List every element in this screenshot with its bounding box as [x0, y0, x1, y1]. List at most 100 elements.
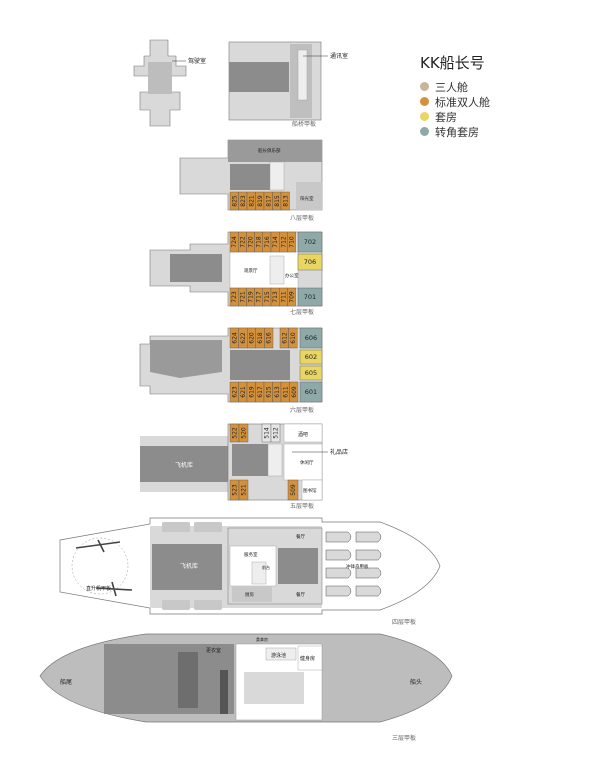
suite-swatch	[420, 112, 429, 121]
helicopter-icon	[95, 581, 133, 597]
cabin-602	[299, 349, 323, 365]
cabin-number: 618	[257, 332, 264, 344]
cabin-number: 718	[256, 236, 263, 248]
cabin-number: 717	[256, 291, 263, 303]
zodiac-boat-icon	[325, 531, 352, 543]
wheelhouse-console	[148, 62, 172, 94]
cabin-616	[264, 327, 274, 349]
bridge-deck: 驾驶室 通讯室 船桥甲板	[133, 39, 348, 128]
bridge-deck-name: 船桥甲板	[292, 120, 316, 128]
cabin-number: 621	[240, 386, 247, 398]
deck6-name: 六层甲板	[290, 406, 314, 414]
cabin-number: 712	[280, 236, 287, 248]
legend-item-corner-suite: 转角套房	[420, 124, 490, 139]
deck-4: 飞机库 直升机甲板 服务室 厨房 餐厅 餐厅 前台 冲锋舟甲板 四层甲板	[59, 517, 441, 626]
deck5-hangar-label: 飞机库	[175, 461, 193, 469]
deck4-restaurant-a-label: 餐厅	[296, 533, 305, 540]
deck4-reception-label: 前台	[262, 564, 270, 570]
cabin-number: 610	[290, 332, 297, 344]
cabin-number: 722	[239, 236, 246, 248]
cabin-number: 817	[265, 195, 272, 207]
cabin-number: 819	[257, 195, 264, 207]
deck7-office-label: 办公室	[285, 272, 299, 279]
legend-label: 转角套房	[435, 125, 479, 139]
deck5-bar-label: 酒吧	[298, 431, 308, 438]
cabin-509	[287, 479, 299, 501]
cabin-number: 719	[248, 291, 255, 303]
deck3-changing-label: 更衣室	[206, 647, 221, 654]
cabin-710	[287, 231, 296, 253]
deck4-zodiac-label: 冲锋舟甲板	[346, 563, 369, 570]
zodiac-boat-icon	[355, 567, 382, 579]
cabin-709	[287, 287, 296, 307]
cabin-number: 702	[304, 238, 316, 246]
legend-label: 标准双人舱	[435, 95, 490, 109]
deck5-library-label: 图书馆	[303, 487, 317, 494]
cabin-number: 701	[304, 293, 316, 301]
cabin-number: 616	[266, 332, 273, 344]
cabin-number: 520	[241, 427, 248, 439]
cabin-number: 815	[274, 195, 281, 207]
cabin-number: 823	[240, 195, 247, 207]
cabin-706	[297, 253, 323, 271]
cabin-number: 716	[264, 236, 271, 248]
cabin-number: 509	[290, 484, 297, 496]
deck4-kitchen-label: 厨房	[245, 591, 254, 598]
deck5-lounge-label: 休闲厅	[300, 459, 314, 466]
cabin-number: 615	[265, 386, 272, 398]
wheelhouse-label: 驾驶室	[188, 57, 206, 65]
cabin-number: 619	[248, 386, 255, 398]
legend-label: 三人舱	[435, 80, 468, 94]
cabin-609	[289, 381, 299, 403]
cabin-number: 709	[289, 291, 296, 303]
cabin-number: 612	[281, 332, 288, 344]
legend: KK船长号 三人舱 标准双人舱 套房 转角套房	[420, 52, 490, 139]
cabin-number: 606	[305, 334, 317, 342]
legend-item-twin: 标准双人舱	[420, 94, 490, 109]
cabin-number: 721	[239, 291, 246, 303]
cabin-number: 522	[232, 427, 239, 439]
zodiac-boat-icon	[355, 531, 382, 543]
cabin-number: 706	[304, 258, 316, 266]
cabin-number: 514	[264, 427, 271, 439]
zodiac-boat-icon	[325, 567, 352, 579]
cabin-number: 523	[232, 484, 239, 496]
bridge-machinery	[229, 62, 289, 92]
cabin-number: 512	[273, 427, 280, 439]
cabin-601	[299, 381, 323, 403]
cabin-605	[299, 365, 323, 381]
legend-item-triple: 三人舱	[420, 79, 490, 94]
cabin-number: 825	[231, 195, 238, 207]
cabin-number: 813	[282, 195, 289, 207]
deck8-name: 八层甲板	[290, 214, 314, 222]
cabin-number: 622	[240, 332, 247, 344]
twin-cabin-swatch	[420, 97, 429, 106]
cabin-number: 602	[305, 353, 317, 361]
cabin-520	[238, 423, 249, 443]
cabin-number: 521	[241, 484, 248, 496]
cabin-number: 620	[249, 332, 256, 344]
cabin-number: 720	[248, 236, 255, 248]
deck4-hangar-label: 飞机库	[180, 562, 198, 570]
cabin-number: 724	[231, 236, 238, 248]
cabin-701	[297, 287, 323, 307]
deck7-name: 七层甲板	[290, 308, 314, 316]
deck5-name: 五层甲板	[290, 502, 314, 510]
deck-3: 更衣室 桑拿房 游泳池 健身房 船尾 船头 三层甲板	[39, 633, 453, 742]
cabin-number: 623	[231, 386, 238, 398]
helicopter-icon	[75, 539, 121, 553]
cabin-number: 613	[274, 386, 281, 398]
cabin-512	[270, 423, 281, 443]
deck3-stern-label: 船尾	[60, 678, 72, 686]
triple-cabin-swatch	[420, 82, 429, 91]
cabin-number: 723	[231, 291, 238, 303]
cabin-610	[288, 327, 298, 349]
deck4-name: 四层甲板	[392, 618, 416, 626]
